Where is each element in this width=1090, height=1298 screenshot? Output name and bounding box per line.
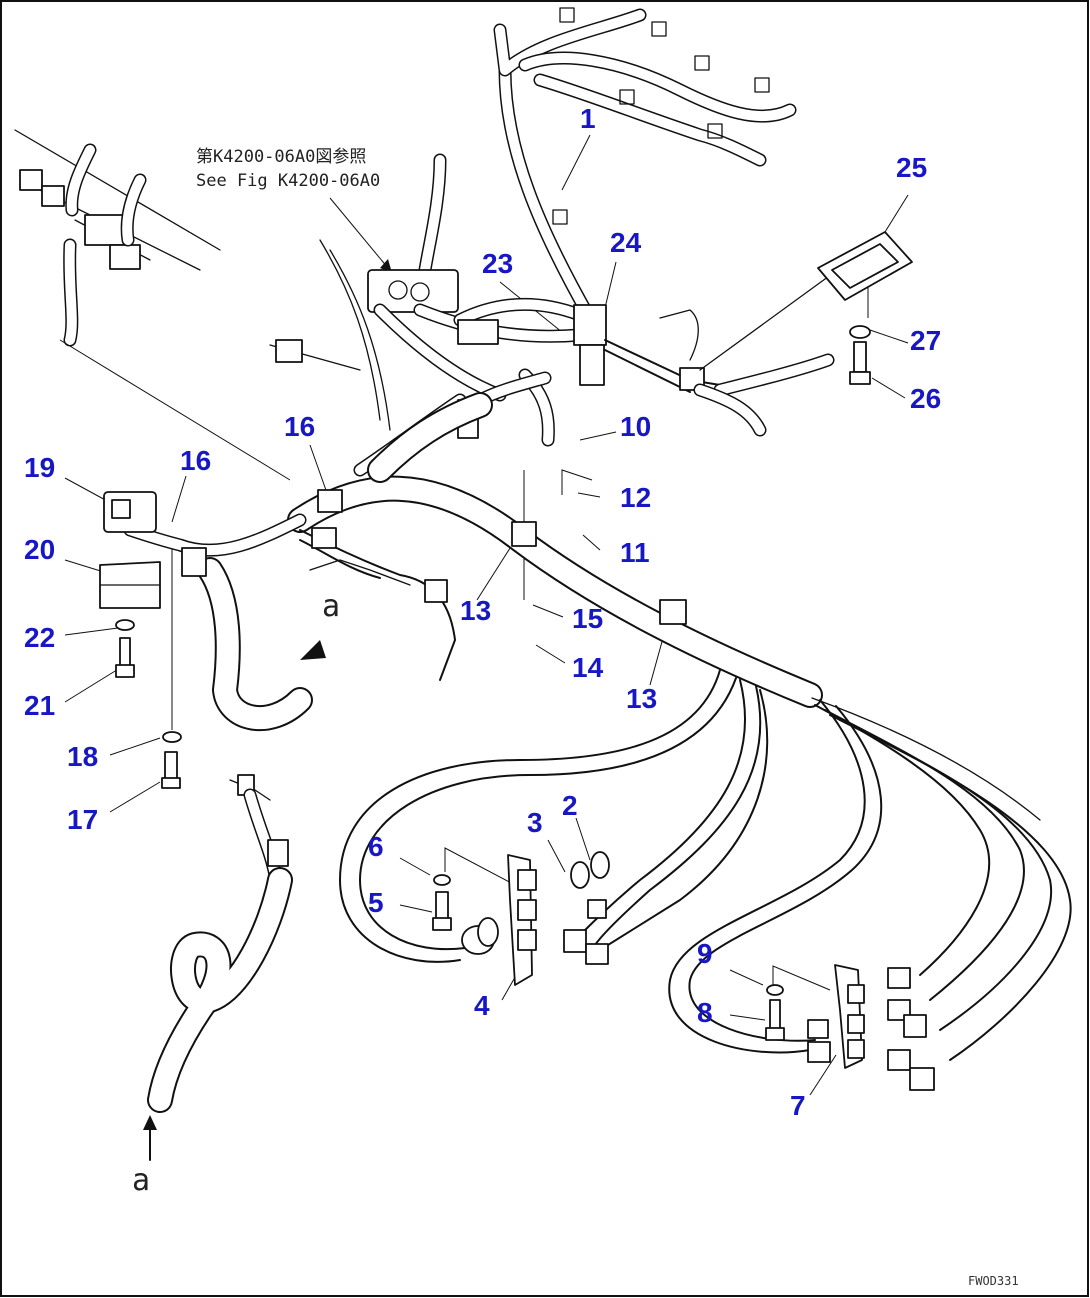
callout-2: 2 — [562, 790, 578, 821]
callout-14: 14 — [572, 652, 604, 683]
callout-3: 3 — [527, 807, 543, 838]
callout-10: 10 — [620, 411, 651, 442]
callout-15: 15 — [572, 603, 603, 634]
callout-12: 12 — [620, 482, 651, 513]
callout-4: 4 — [474, 990, 490, 1021]
callout-5: 5 — [368, 887, 384, 918]
sheet-id: FWOD331 — [968, 1274, 1019, 1288]
callout-19: 19 — [24, 452, 55, 483]
callout-9: 9 — [697, 938, 713, 969]
callout-6: 6 — [368, 831, 384, 862]
callout-8: 8 — [697, 997, 713, 1028]
callout-27: 27 — [910, 325, 941, 356]
callout-16-b: 16 — [180, 445, 211, 476]
connector-mark-upper: a — [322, 589, 340, 624]
reference-note-en: See Fig K4200-06A0 — [196, 171, 380, 191]
callout-21: 21 — [24, 690, 55, 721]
callout-18: 18 — [67, 741, 98, 772]
callout-13-b: 13 — [626, 683, 657, 714]
callout-7: 7 — [790, 1090, 806, 1121]
harness-assembly — [14, 7, 1072, 1161]
callout-24: 24 — [610, 227, 642, 258]
callout-25: 25 — [896, 152, 927, 183]
callout-labels: 1 2 3 4 5 6 7 8 9 10 11 12 13 13 14 15 1… — [24, 103, 941, 1121]
callout-11: 11 — [620, 537, 650, 568]
callout-13-a: 13 — [460, 595, 491, 626]
reference-note-jp: 第K4200-06A0図参照 — [196, 147, 366, 167]
callout-23: 23 — [482, 248, 513, 279]
callout-1: 1 — [580, 103, 596, 134]
callout-17: 17 — [67, 804, 98, 835]
connector-mark-lower: a — [132, 1163, 150, 1198]
callout-26: 26 — [910, 383, 941, 414]
callout-20: 20 — [24, 534, 55, 565]
callout-16-a: 16 — [284, 411, 315, 442]
callout-22: 22 — [24, 622, 55, 653]
